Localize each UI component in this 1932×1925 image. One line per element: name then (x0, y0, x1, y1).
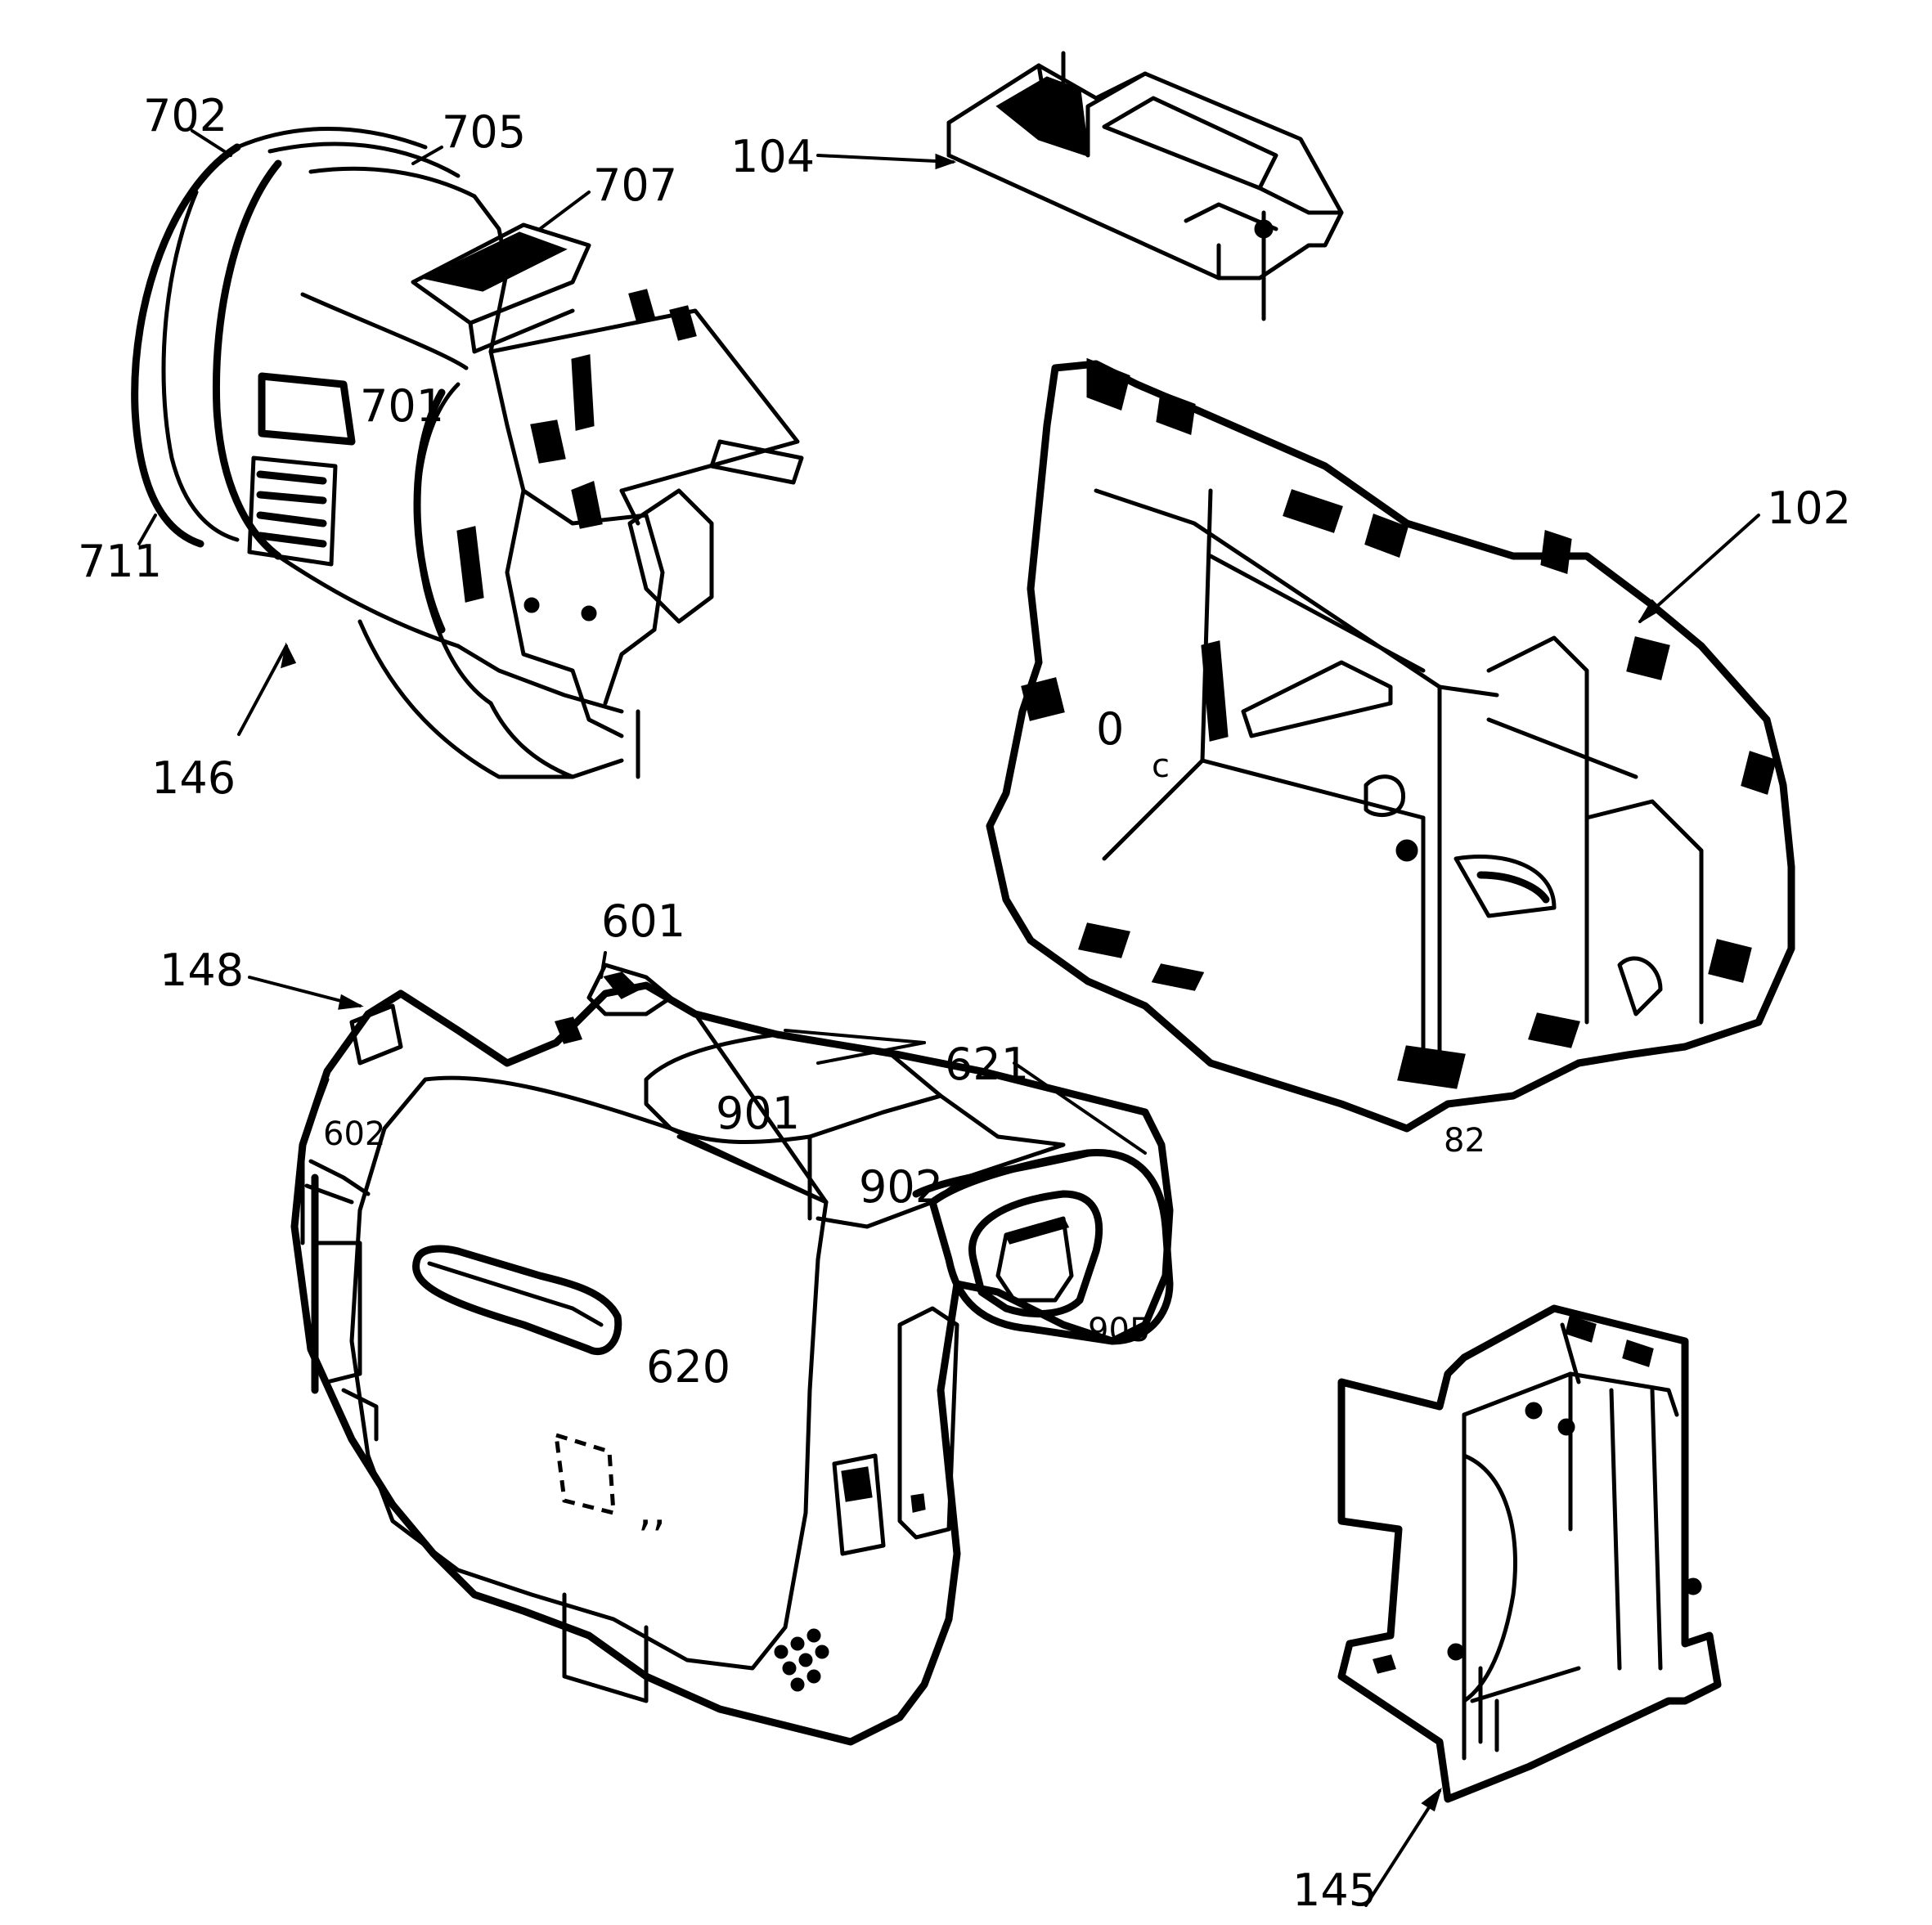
panel-902 (815, 1093, 1066, 1229)
label-601: 601 (601, 895, 685, 947)
side-switch (832, 1453, 886, 1556)
grip-strap (897, 1306, 959, 1540)
label-102: 102 (1767, 482, 1851, 534)
label-901: 901 (716, 1088, 800, 1139)
label-621: 621 (945, 1039, 1029, 1090)
lens-unit-146 (131, 127, 804, 779)
chassis-102 (986, 357, 1795, 1133)
label-905: 905 (1088, 1312, 1150, 1349)
label-c: c (1152, 747, 1170, 785)
label-702: 702 (143, 90, 227, 141)
lens-connector-block (627, 488, 714, 624)
top-protrusion-601 (586, 962, 673, 1016)
label-145: 145 (1292, 1864, 1377, 1916)
label-146: 146 (151, 752, 236, 804)
label-705: 705 (442, 106, 526, 158)
label-82: 82 (1444, 1122, 1485, 1160)
bottom-tab (562, 1592, 649, 1703)
label-620: 620 (646, 1341, 730, 1393)
label-711: 711 (78, 536, 162, 587)
camera-body-148 (248, 951, 1174, 1746)
lens-ring-705 (212, 159, 282, 560)
lens-window-701 (258, 372, 356, 446)
lens-top-block-707 (411, 222, 591, 325)
side-slot (412, 1245, 622, 1356)
module-145 (1337, 1304, 1722, 1907)
side-panel-620 (349, 1075, 829, 1671)
label-707: 707 (593, 159, 677, 211)
label-quote: ,, (638, 1484, 666, 1536)
part-104 (816, 51, 1344, 321)
lens-front-ring-702 (131, 143, 241, 548)
front-button-602 (349, 1003, 403, 1066)
dashed-marker (554, 1432, 616, 1516)
label-104: 104 (730, 131, 815, 182)
label-0: 0 (1096, 703, 1124, 755)
label-602: 602 (323, 1115, 385, 1153)
label-148: 148 (160, 945, 244, 996)
label-701: 701 (360, 380, 444, 432)
eyepiece-905 (928, 1149, 1174, 1345)
label-902: 902 (859, 1161, 943, 1213)
